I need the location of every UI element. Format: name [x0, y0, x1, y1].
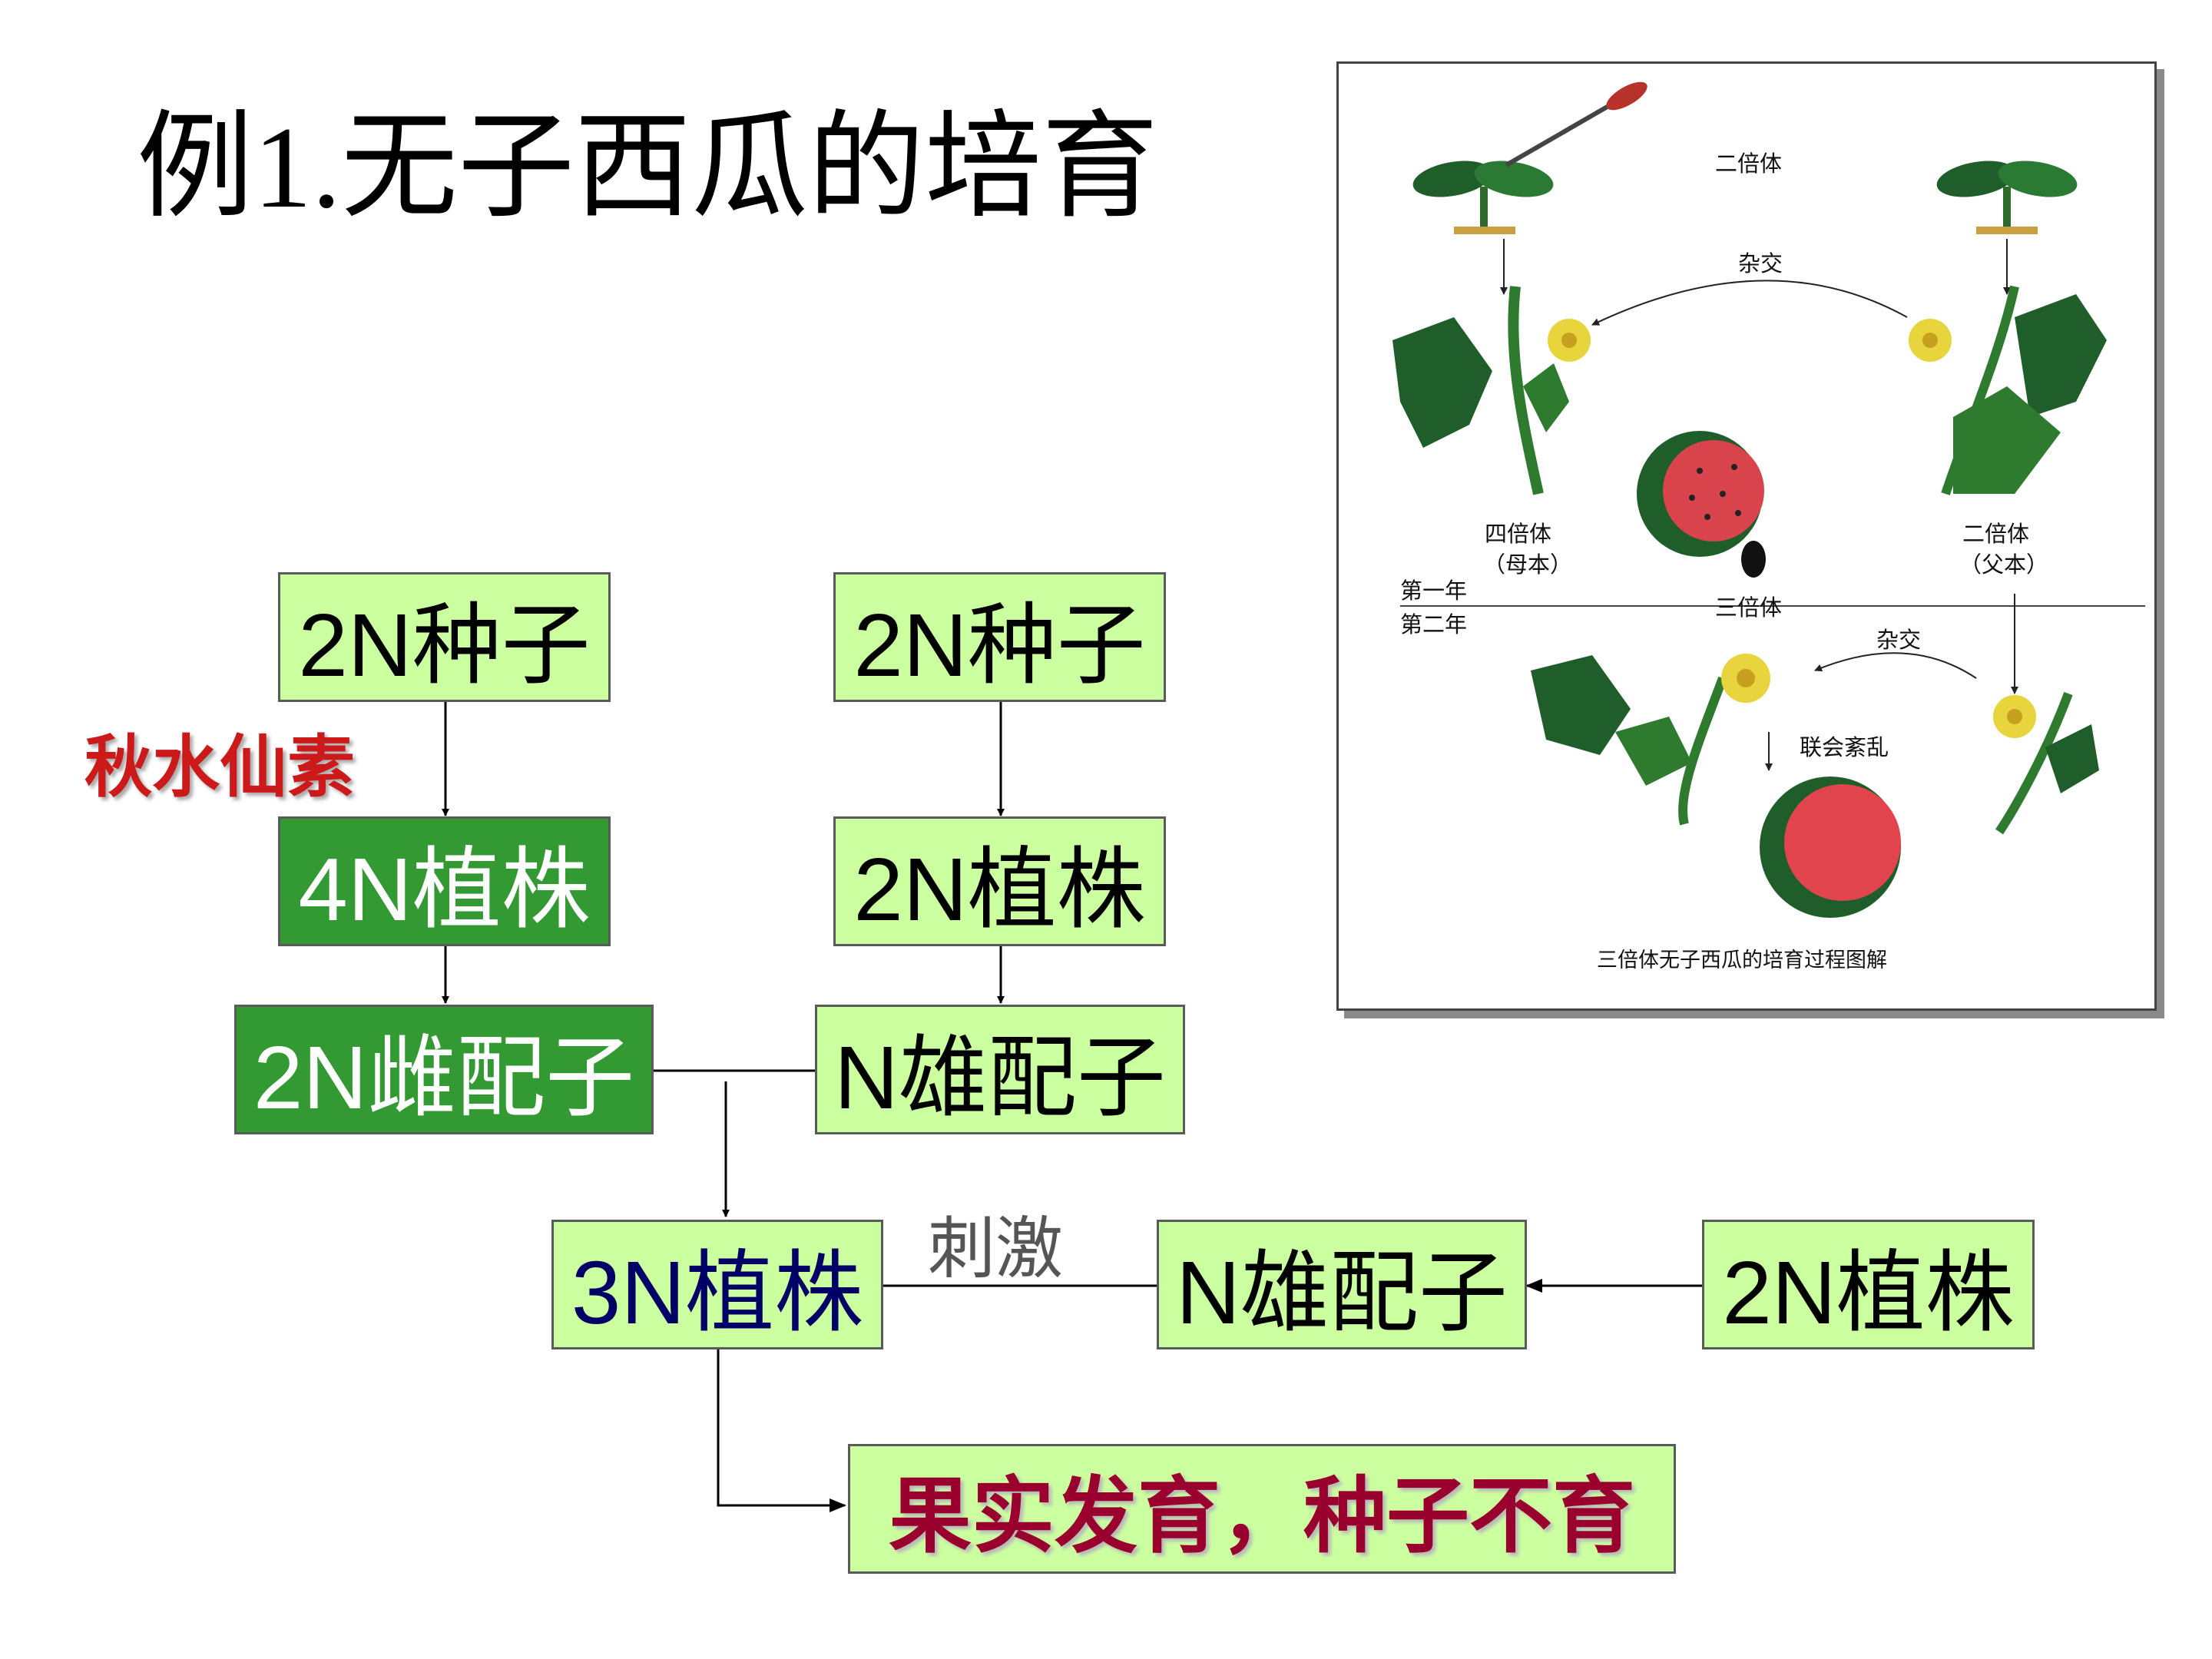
tetraploid-plant-icon	[1392, 286, 1591, 495]
label-year-two: 第二年	[1400, 612, 1467, 637]
label-mother: （母本）	[1483, 552, 1572, 578]
diploid-pollinator-plant-icon	[1993, 691, 2099, 835]
tetraploid-plant-box: 4N植株	[278, 816, 611, 946]
seed-right-box: 2N种子	[833, 572, 1166, 702]
seedling-left-icon	[1412, 161, 1554, 234]
label-triploid: 三倍体	[1715, 595, 1782, 621]
seed-icon	[1741, 541, 1766, 578]
dropper-icon	[1505, 81, 1647, 167]
seed-left-box: 2N种子	[278, 572, 611, 702]
seedling-right-icon	[1936, 161, 2078, 234]
illustration-caption: 三倍体无子西瓜的培育过程图解	[1597, 949, 1887, 972]
diploid-father-plant-icon	[1909, 285, 2107, 495]
label-tetraploid: 四倍体	[1485, 522, 1551, 547]
label-cross-top: 杂交	[1738, 251, 1783, 276]
seedless-watermelon-icon	[1760, 777, 1901, 918]
triploid-plant-icon	[1531, 654, 1770, 826]
label-father: （父本）	[1959, 552, 2048, 578]
page-title: 例1.无子西瓜的培育	[137, 103, 1158, 232]
watermelon-breeding-illustration: 二倍体 杂交	[1336, 61, 2157, 1011]
label-synapsis: 联会紊乱	[1800, 735, 1889, 760]
label-diploid-right: 二倍体	[1962, 522, 2029, 547]
label-diploid-top: 二倍体	[1715, 151, 1782, 177]
stimulate-label: 刺激	[928, 1210, 1064, 1286]
result-box: 果实发育，种子不育	[848, 1444, 1676, 1574]
male-gamete-bottom-box: N雄配子	[1157, 1220, 1527, 1349]
triploid-plant-box: 3N植株	[551, 1220, 883, 1349]
label-year-one: 第一年	[1400, 578, 1467, 604]
male-gamete-top-box: N雄配子	[815, 1005, 1185, 1134]
seeded-watermelon-icon	[1637, 431, 1764, 557]
diploid-plant-right-box: 2N植株	[833, 816, 1166, 946]
colchicine-label: 秋水仙素	[84, 729, 356, 805]
female-gamete-box: 2N雌配子	[234, 1005, 654, 1134]
label-cross-bottom: 杂交	[1876, 628, 1921, 653]
arrow-3n-to-result	[717, 1349, 846, 1512]
diploid-plant-bottom-box: 2N植株	[1702, 1220, 2035, 1349]
